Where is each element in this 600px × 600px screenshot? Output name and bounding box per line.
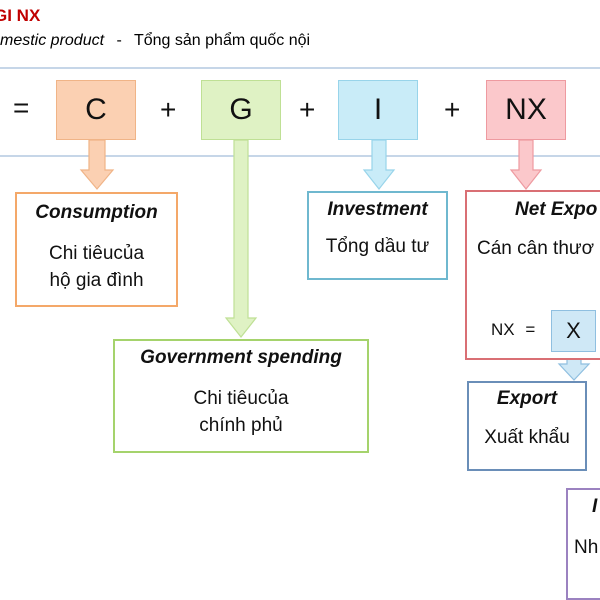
consumption-line-1: Chi tiêucủa (48, 243, 145, 264)
export-line-1: Xuất khẩu (484, 427, 570, 448)
equation-top-line (0, 67, 600, 69)
import-card: I Nh (566, 488, 600, 600)
export-title: Export (496, 388, 558, 409)
subtitle-english: mestic product (0, 32, 105, 49)
subtitle-separator: - (116, 32, 122, 49)
import-line-1: Nh (574, 537, 599, 558)
term-c-box: C (56, 80, 136, 140)
x-box: X (551, 310, 596, 352)
term-g-box: G (201, 80, 281, 140)
arrow-c-to-consumption (79, 139, 115, 190)
government-line-2: chính phủ (199, 415, 283, 436)
consumption-card: Consumption Chi tiêucủa hộ gia đình (15, 192, 178, 307)
equation-bottom-line (0, 155, 600, 157)
net-export-title: Net Expo (515, 199, 598, 220)
investment-title: Investment (327, 199, 428, 220)
term-i-box: I (338, 80, 418, 140)
plus-sign-1: + (160, 94, 177, 125)
plus-sign-2: + (299, 94, 316, 125)
export-card: Export Xuất khẩu (467, 381, 587, 471)
subtitle-vietnamese: Tổng sản phẩm quốc nội (133, 32, 311, 49)
nx-equals: = (525, 320, 536, 339)
arrow-i-to-investment (362, 139, 396, 190)
government-card: Government spending Chi tiêucủa chính ph… (113, 339, 369, 453)
nx-label: NX (491, 320, 515, 339)
term-nx-box: NX (486, 80, 566, 140)
import-title: I (592, 496, 598, 517)
net-export-line-1: Cán cân thươ (477, 238, 595, 259)
consumption-line-2: hộ gia đình (49, 270, 144, 291)
arrow-g-to-government (224, 139, 258, 338)
nx-equation-label: NX = (491, 320, 535, 340)
plus-sign-3: + (444, 94, 461, 125)
investment-line-1: Tổng dầu tư (325, 236, 430, 257)
government-line-1: Chi tiêucủa (193, 388, 289, 409)
consumption-title: Consumption (35, 202, 158, 223)
arrow-nx-to-net-export (509, 139, 543, 190)
page-title: GI NX (0, 6, 41, 25)
equals-sign: = (13, 92, 30, 123)
subtitle: mestic product - Tổng sản phẩm quốc nội (0, 32, 310, 50)
government-title: Government spending (140, 347, 342, 368)
investment-card: Investment Tổng dầu tư (307, 191, 448, 280)
